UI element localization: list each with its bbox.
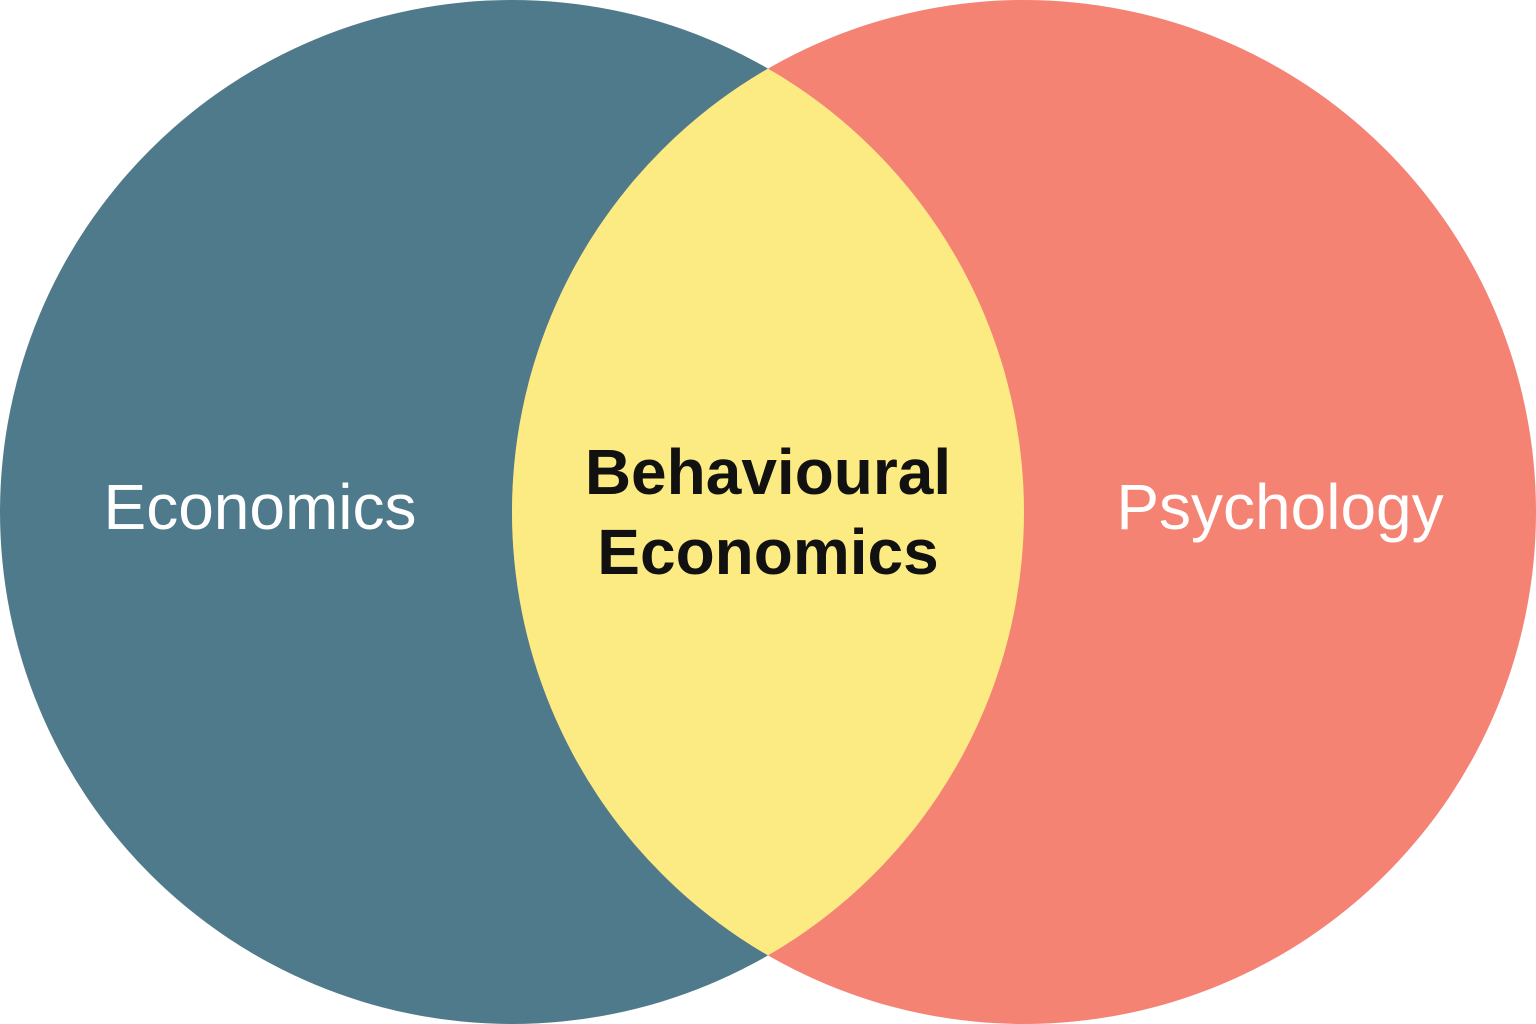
overlap-label-line1: Behavioural xyxy=(584,436,952,508)
psychology-label: Psychology xyxy=(1116,471,1444,543)
overlap-region xyxy=(512,0,1024,1024)
behavioural-economics-label: Behavioural Economics xyxy=(548,432,988,592)
overlap-label-line2: Economics xyxy=(597,516,939,588)
economics-label: Economics xyxy=(103,471,417,543)
